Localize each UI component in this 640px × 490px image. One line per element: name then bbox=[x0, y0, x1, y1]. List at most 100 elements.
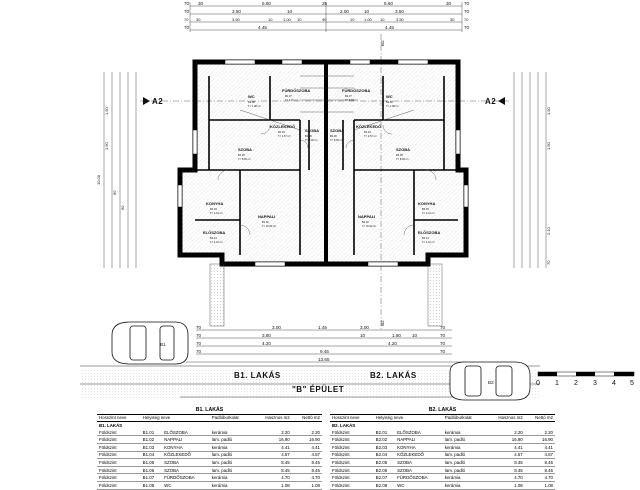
room-label-b2-01: ELŐSZOBA B2.01 T= 4.41 m² bbox=[418, 230, 440, 244]
table-cell: Földszint bbox=[97, 481, 141, 490]
table-cell: 8.45 bbox=[485, 466, 525, 475]
table-cell: lam. padló bbox=[209, 458, 253, 467]
svg-text:B2.08: B2.08 bbox=[386, 100, 393, 104]
table-cell: SZOBA bbox=[162, 458, 210, 467]
svg-text:KÖZLEKEDŐ: KÖZLEKEDŐ bbox=[356, 124, 381, 129]
scale-bar: 0 1 2 3 4 5 bbox=[536, 371, 635, 387]
table-cell: Földszint bbox=[330, 428, 374, 437]
table-cell: FÜRDŐSZOBA bbox=[395, 473, 443, 482]
top-dim-row4: 70 4.45 4.45 70 bbox=[184, 25, 470, 30]
dim-text: 30 bbox=[196, 17, 201, 22]
dim-text: 90 bbox=[112, 190, 117, 195]
svg-text:3.00: 3.00 bbox=[360, 325, 369, 330]
svg-text:WC: WC bbox=[248, 94, 255, 99]
dim-text: 10.00 bbox=[96, 174, 101, 185]
svg-text:T= 4.57 m²: T= 4.57 m² bbox=[364, 134, 377, 138]
svg-text:T= 8.45 m²: T= 8.45 m² bbox=[396, 157, 409, 161]
svg-text:2: 2 bbox=[574, 380, 578, 387]
svg-text:B1.04: B1.04 bbox=[278, 130, 285, 134]
car-b1-label: B1 bbox=[160, 342, 166, 347]
left-dim-texts: 10.00 1.50 1.50 90 60 1.50 1.50 2.10 70 bbox=[96, 106, 551, 265]
table-cell: lam. padló bbox=[442, 458, 486, 467]
svg-text:NAPPALI: NAPPALI bbox=[258, 214, 275, 219]
svg-text:WC: WC bbox=[386, 94, 393, 99]
table-cell: lam. padló bbox=[442, 466, 486, 475]
table-cell: B2.01 bbox=[373, 428, 396, 437]
bottom-dim-texts: 70 3.00 1.45 3.00 70 70 3.80 10 1.80 10 … bbox=[196, 325, 446, 362]
dim-text: 3.50 bbox=[395, 9, 404, 14]
table-header: Hasznos m2 bbox=[485, 414, 525, 423]
dim-text: 1.50 bbox=[104, 141, 109, 150]
bottom-dimension-chains bbox=[186, 329, 466, 363]
svg-text:10: 10 bbox=[412, 333, 418, 338]
svg-text:T= 8.45 m²: T= 8.45 m² bbox=[238, 157, 251, 161]
table-subheader: B1. LAKÁS bbox=[99, 422, 123, 428]
room-label-b2-07: FÜRDŐSZOBA B2.07 T= 4.70 m² bbox=[342, 88, 370, 102]
table-cell: kerámia bbox=[209, 473, 253, 482]
floor-plan-drawing: 70 30 5.60 25 5.60 30 70 70 3.50 10 2.00… bbox=[80, 1, 635, 490]
svg-text:70: 70 bbox=[196, 341, 202, 346]
building-label: "B" ÉPÜLET bbox=[292, 385, 344, 394]
svg-text:B1.05: B1.05 bbox=[238, 153, 245, 157]
dim-text: 70 bbox=[184, 25, 190, 30]
left-dimension-chains bbox=[103, 72, 547, 268]
table-cell: ELŐSZOBA bbox=[395, 428, 443, 437]
dim-text: 30 bbox=[450, 17, 455, 22]
table-cell: 4.57 bbox=[485, 451, 525, 460]
svg-text:T= 16.90 m²: T= 16.90 m² bbox=[362, 224, 376, 228]
table-cell: kerámia bbox=[209, 481, 253, 490]
table-cell: 16.90 bbox=[524, 435, 555, 444]
table-header: Padlóburkolat bbox=[209, 414, 253, 423]
dim-text: 10 bbox=[380, 17, 385, 22]
svg-text:B2.05: B2.05 bbox=[396, 153, 403, 157]
svg-text:T= 8.45 m²: T= 8.45 m² bbox=[305, 138, 318, 142]
svg-text:70: 70 bbox=[440, 349, 446, 354]
table-cell: kerámia bbox=[442, 473, 486, 482]
table-title: B1. LAKÁS bbox=[97, 407, 322, 415]
table-cell: B2.05 bbox=[373, 458, 396, 467]
table-cell: 8.45 bbox=[524, 458, 555, 467]
room-label-b1-05: SZOBA B1.05 T= 8.45 m² bbox=[238, 147, 252, 161]
table-cell: 8.45 bbox=[485, 458, 525, 467]
svg-text:B2.04: B2.04 bbox=[364, 130, 371, 134]
table-cell: 2.20 bbox=[252, 428, 292, 437]
table-cell: KÖZLEKEDŐ bbox=[395, 451, 443, 460]
table-cell: B2.06 bbox=[373, 466, 396, 475]
table-cell: 4.70 bbox=[485, 473, 525, 482]
table-cell: B1.07 bbox=[140, 473, 163, 482]
table-cell: Földszint bbox=[330, 466, 374, 475]
room-label-b2-02: NAPPALI B2.02 T= 16.90 m² bbox=[358, 214, 376, 228]
svg-text:3.00: 3.00 bbox=[272, 325, 281, 330]
dim-text: 1.00 bbox=[364, 17, 373, 22]
svg-text:B2.06: B2.06 bbox=[330, 134, 337, 138]
dim-text: 70 bbox=[464, 9, 470, 14]
svg-text:T= 1.08 m²: T= 1.08 m² bbox=[386, 104, 399, 108]
table-header: Hasznos m2 bbox=[252, 414, 292, 423]
svg-text:T= 4.70 m²: T= 4.70 m² bbox=[345, 98, 358, 102]
table-cell: 16.90 bbox=[252, 435, 292, 444]
section-label-a2-left: A2 bbox=[152, 97, 163, 106]
table-cell: WC bbox=[162, 481, 210, 490]
table-cell: B1.06 bbox=[140, 466, 163, 475]
svg-text:B2.01: B2.01 bbox=[422, 236, 429, 240]
svg-text:T= 4.41 m²: T= 4.41 m² bbox=[210, 211, 223, 215]
svg-text:T= 4.41 m²: T= 4.41 m² bbox=[422, 240, 435, 244]
svg-text:NAPPALI: NAPPALI bbox=[358, 214, 375, 219]
table-cell: Földszint bbox=[330, 435, 374, 444]
table-cell: kerámia bbox=[442, 443, 486, 452]
table-cell: KONYHA bbox=[162, 443, 210, 452]
car-b1-icon: B1 bbox=[111, 321, 189, 365]
table-cell: B2.03 bbox=[373, 443, 396, 452]
svg-text:1.45: 1.45 bbox=[318, 325, 327, 330]
dim-text: 2.00 bbox=[340, 9, 349, 14]
svg-text:4.20: 4.20 bbox=[388, 341, 397, 346]
table-cell: kerámia bbox=[442, 481, 486, 490]
table-cell: 2.20 bbox=[291, 428, 322, 437]
table-cell: Földszint bbox=[97, 466, 141, 475]
svg-text:B2.07: B2.07 bbox=[345, 94, 352, 98]
